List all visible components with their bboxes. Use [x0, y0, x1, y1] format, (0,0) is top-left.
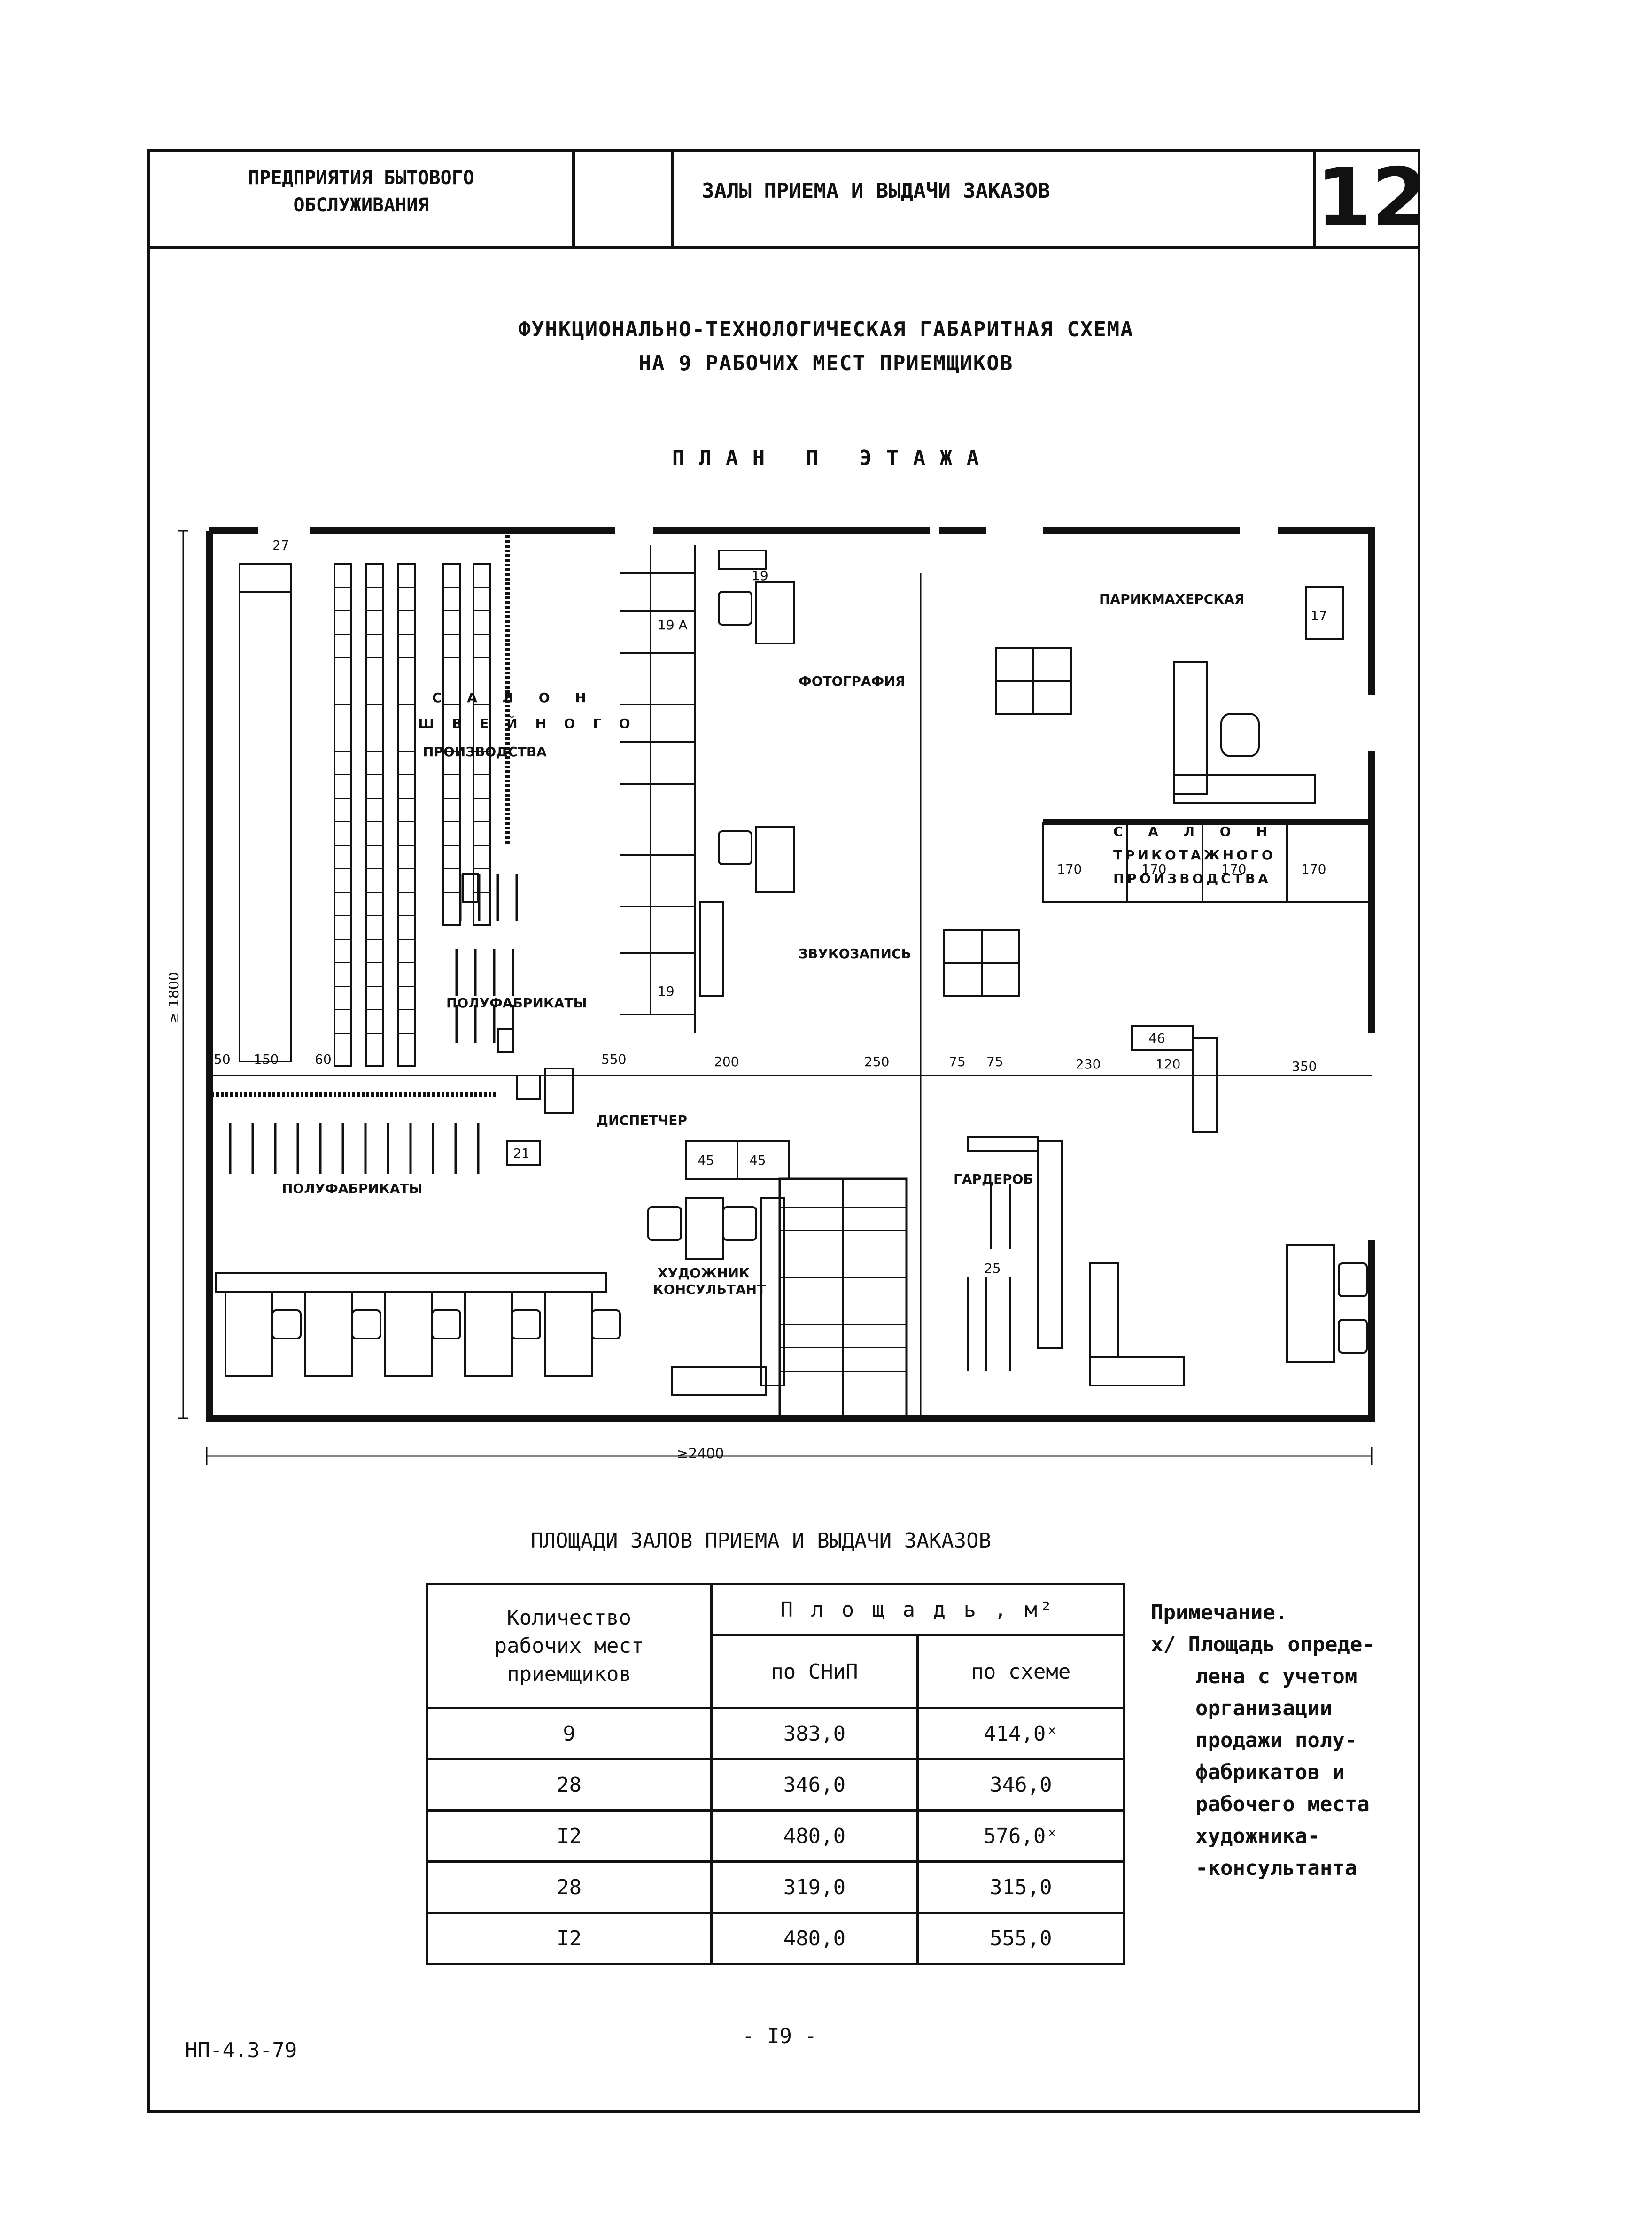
row-snip: 319,0	[710, 1860, 919, 1914]
label-170-2: 170	[1141, 861, 1166, 877]
photo-label: ФОТОГРАФИЯ	[799, 674, 905, 689]
note: Примечание. х/ Площадь опреде- лена с уч…	[1151, 1597, 1375, 1884]
note-line: художника-	[1195, 1824, 1320, 1848]
dim-75b: 75	[986, 1054, 1003, 1069]
row-scheme: 576,0ˣ	[916, 1809, 1126, 1863]
row-workplaces: I2	[425, 1912, 713, 1965]
dim-50: 50	[214, 1052, 231, 1067]
header-vline-3	[1313, 149, 1316, 248]
hair-label: ПАРИКМАХЕРСКАЯ	[1099, 591, 1244, 607]
artist-label-1: ХУДОЖНИК	[658, 1265, 750, 1281]
dim-75a: 75	[949, 1054, 966, 1069]
label-21: 21	[513, 1146, 530, 1161]
header-section: ЗАЛЫ ПРИЕМА И ВЫДАЧИ ЗАКАЗОВ	[702, 179, 1050, 203]
label-19a-1: 19 A	[658, 617, 688, 633]
sewing-label-3: ПРОИЗВОДСТВА	[423, 744, 547, 759]
table-row: 9 383,0 414,0ˣ	[425, 1707, 1126, 1760]
knit-label-2: ТРИКОТАЖНОГО	[1113, 847, 1276, 863]
sewing-label-1: С А Л О Н	[432, 690, 597, 705]
table-row: 28 319,0 315,0	[425, 1860, 1126, 1914]
header-vline-2	[671, 149, 674, 248]
sheet-number: 12	[1316, 151, 1427, 244]
note-title: Примечание.	[1151, 1601, 1288, 1625]
row-scheme: 555,0	[916, 1912, 1126, 1965]
overall-width: ≥2400	[676, 1446, 724, 1462]
label-46: 46	[1148, 1030, 1165, 1046]
note-line: х/ Площадь опреде-	[1151, 1633, 1375, 1657]
label-27: 27	[272, 537, 289, 553]
row-workplaces: 28	[425, 1758, 713, 1812]
dim-120: 120	[1156, 1056, 1180, 1072]
dim-550: 550	[601, 1052, 626, 1067]
table-caption: ПЛОЩАДИ ЗАЛОВ ПРИЕМА И ВЫДАЧИ ЗАКАЗОВ	[531, 1529, 992, 1553]
table-subheader-row: по СНиП по схеме	[427, 1634, 1126, 1709]
cloak-label: ГАРДЕРОБ	[954, 1171, 1033, 1187]
row-workplaces: 9	[425, 1707, 713, 1760]
dim-350: 350	[1292, 1059, 1317, 1074]
artist-label-2: КОНСУЛЬТАНТ	[653, 1282, 766, 1297]
row-snip: 480,0	[710, 1809, 919, 1863]
row-scheme: 315,0	[916, 1860, 1126, 1914]
dim-150: 150	[254, 1052, 279, 1067]
label-170-1: 170	[1057, 861, 1082, 877]
label-17: 17	[1311, 608, 1327, 623]
label-22: 19	[752, 568, 768, 583]
areas-table: Количество рабочих мест приемщиков П л о…	[425, 1583, 1126, 1965]
floor-plan: С А Л О Н Ш В Е Й Н О Г О ПРОИЗВОДСТВА С…	[169, 527, 1375, 1465]
document-code: НП-4.3-79	[185, 2038, 297, 2062]
row-scheme: 346,0	[916, 1758, 1126, 1812]
col-snip-header: по СНиП	[710, 1634, 919, 1709]
racks-8	[334, 563, 491, 1067]
semi-label-2: ПОЛУФАБРИКАТЫ	[282, 1181, 422, 1196]
overall-height: ≥ 1800	[169, 972, 182, 1024]
col-scheme-header: по схеме	[916, 1634, 1126, 1709]
note-line: рабочего места	[1195, 1792, 1370, 1816]
knit-label-3: ПРОИЗВОДСТВА	[1113, 871, 1271, 886]
dispatcher-label: ДИСПЕТЧЕР	[597, 1113, 687, 1128]
label-25: 25	[984, 1261, 1001, 1276]
knit-label-1: С А Л О Н	[1113, 824, 1278, 839]
note-line: лена с учетом	[1195, 1665, 1357, 1688]
row-snip: 346,0	[710, 1758, 919, 1812]
sound-label: ЗВУКОЗАПИСЬ	[799, 946, 911, 961]
header-vline-1	[572, 149, 575, 248]
label-45b: 45	[749, 1153, 766, 1168]
note-line: фабрикатов и	[1195, 1760, 1345, 1784]
label-170-3: 170	[1221, 861, 1246, 877]
note-line: организации	[1195, 1696, 1333, 1720]
sewing-label-2: Ш В Е Й Н О Г О	[418, 715, 637, 731]
plan-title: П Л А Н П Э Т А Ж А	[672, 446, 980, 470]
table-row: I2 480,0 576,0ˣ	[425, 1809, 1126, 1863]
table-row: I2 480,0 555,0	[425, 1912, 1126, 1965]
dim-60: 60	[315, 1052, 332, 1067]
dim-230: 230	[1076, 1056, 1101, 1072]
semi-label-1: ПОЛУФАБРИКАТЫ	[446, 995, 587, 1011]
row-workplaces: 28	[425, 1860, 713, 1914]
note-line: продажи полу-	[1195, 1728, 1357, 1752]
col-workplaces-header: Количество рабочих мест приемщиков	[425, 1583, 713, 1709]
scheme-title: ФУНКЦИОНАЛЬНО-ТЕХНОЛОГИЧЕСКАЯ ГАБАРИТНАЯ…	[518, 317, 1134, 341]
row-snip: 480,0	[710, 1912, 919, 1965]
label-45a: 45	[698, 1153, 714, 1168]
table-row: 28 346,0 346,0	[425, 1758, 1126, 1812]
col-area-group-header: П л о щ а д ь , м²	[710, 1583, 1125, 1636]
row-snip: 383,0	[710, 1707, 919, 1760]
scheme-subtitle: НА 9 РАБОЧИХ МЕСТ ПРИЕМЩИКОВ	[638, 351, 1014, 375]
dim-200: 200	[714, 1054, 739, 1069]
label-19: 19	[658, 983, 675, 999]
page-number: - I9 -	[742, 2024, 817, 2048]
dim-250: 250	[864, 1054, 889, 1069]
note-line: -консультанта	[1195, 1856, 1357, 1880]
row-scheme: 414,0ˣ	[916, 1707, 1126, 1760]
row-workplaces: I2	[425, 1809, 713, 1863]
header-divider	[147, 246, 1420, 249]
label-170-4: 170	[1301, 861, 1326, 877]
header-org: ПРЕДПРИЯТИЯ БЫТОВОГО ОБСЛУЖИВАНИЯ	[248, 167, 474, 216]
sheet-frame	[147, 149, 1420, 2113]
table-header-row: Количество рабочих мест приемщиков П л о…	[425, 1583, 1125, 1709]
